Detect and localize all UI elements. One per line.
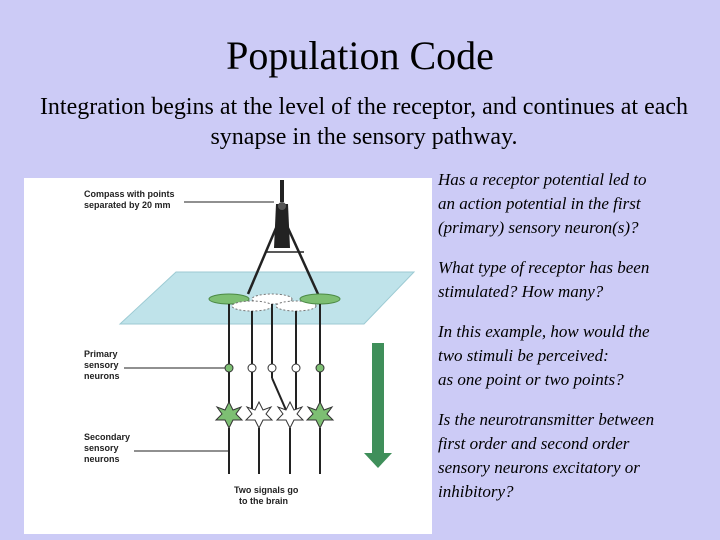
- secondary-neuron-4: [305, 400, 335, 430]
- secondary-neuron-1: [214, 400, 244, 430]
- secondary-label-line1: Secondary: [84, 432, 130, 442]
- secondary-label-line2: sensory: [84, 443, 119, 453]
- primary-axons: [228, 304, 321, 411]
- population-code-figure: Compass with points separated by 20 mm P…: [24, 178, 432, 534]
- compass-label-line1: Compass with points: [84, 189, 175, 199]
- brain-label-line2: to the brain: [239, 496, 288, 506]
- compass-leg-left: [246, 227, 278, 295]
- question-receptor-type: What type of receptor has been stimulate…: [438, 258, 650, 301]
- question-perception: In this example, how would the two stimu…: [438, 322, 650, 389]
- secondary-neuron-2: [244, 400, 274, 430]
- compass: [246, 180, 320, 295]
- compass-label-line2: separated by 20 mm: [84, 200, 171, 210]
- primary-axon-3-bend: [271, 377, 287, 411]
- secondary-axons: [228, 428, 321, 474]
- compass-body: [274, 204, 290, 248]
- arrow-head: [364, 453, 392, 468]
- arrow-shaft: [372, 343, 384, 455]
- secondary-label-line3: neurons: [84, 454, 120, 464]
- primary-soma-2: [247, 363, 257, 373]
- slide-subtitle: Integration begins at the level of the r…: [39, 94, 689, 150]
- slide-title: Population Code: [226, 33, 494, 78]
- primary-soma-4: [291, 363, 301, 373]
- signal-direction-arrow: [364, 343, 392, 468]
- question-list: Has a receptor potential led to an actio…: [438, 168, 714, 520]
- primary-label-line1: Primary: [84, 349, 118, 359]
- primary-label-line3: neurons: [84, 371, 120, 381]
- compass-hinge: [278, 202, 286, 210]
- question-neurotransmitter: Is the neurotransmitter between first or…: [438, 410, 655, 501]
- receptive-field-4-active: [299, 293, 341, 305]
- brain-label-line1: Two signals go: [234, 485, 299, 495]
- secondary-neuron-3: [275, 400, 305, 430]
- primary-soma-5: [315, 363, 325, 373]
- primary-soma-3: [267, 363, 277, 373]
- receptive-field-5: [231, 300, 273, 312]
- compass-leg-right: [286, 227, 320, 295]
- primary-label-line2: sensory: [84, 360, 119, 370]
- question-receptor-potential: Has a receptor potential led to an actio…: [438, 170, 647, 237]
- primary-soma-1: [224, 363, 234, 373]
